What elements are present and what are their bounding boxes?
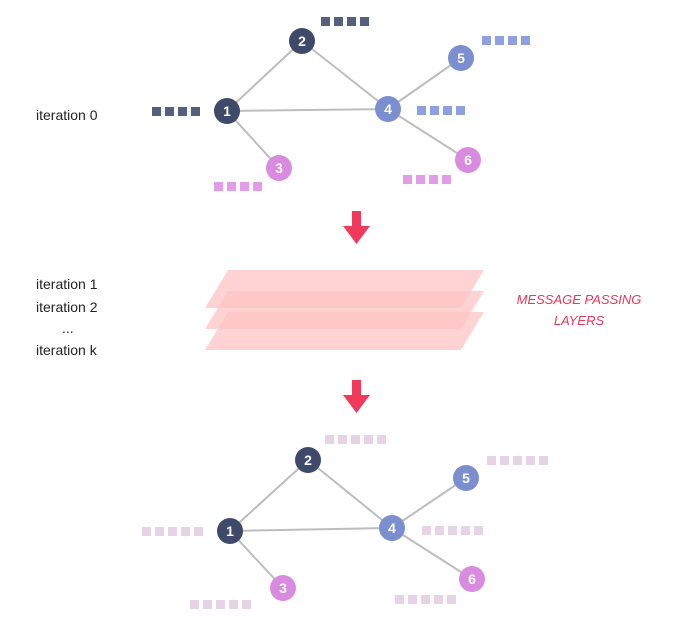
embedding-node-4: [417, 106, 465, 115]
node-6: 6: [455, 147, 481, 173]
svg-text:6: 6: [468, 571, 476, 587]
edge-1-2: [226, 40, 303, 112]
embedding-final-node-6: [395, 595, 456, 604]
node-4: 4: [375, 96, 401, 122]
edge-4-6: [387, 108, 469, 161]
svg-text:1: 1: [226, 523, 234, 539]
graph-iteration-k: 1 2 3 4 5 6: [142, 435, 548, 609]
edge-1-4: [226, 108, 389, 112]
label-iteration-0: iteration 0: [36, 107, 98, 123]
edge-2-4: [301, 40, 389, 110]
label-iteration-2: iteration 2: [36, 299, 98, 315]
node-1: 1: [214, 98, 240, 124]
svg-text:2: 2: [298, 33, 306, 49]
embedding-final-node-2: [325, 435, 386, 444]
embedding-final-node-5: [487, 456, 548, 465]
svg-text:4: 4: [388, 520, 396, 536]
node-3: 3: [270, 575, 296, 601]
edges-top: [226, 40, 469, 169]
message-passing-label-line2: LAYERS: [554, 313, 605, 328]
arrow-down-1: [343, 211, 370, 244]
edge-4-6: [391, 527, 473, 580]
label-ellipsis: ...: [62, 320, 74, 336]
node-2: 2: [295, 447, 321, 473]
svg-text:6: 6: [464, 152, 472, 168]
embedding-node-5: [482, 36, 530, 45]
node-2: 2: [289, 28, 315, 54]
svg-text:5: 5: [462, 470, 470, 486]
node-5: 5: [448, 45, 474, 71]
embedding-node-6: [403, 175, 451, 184]
embedding-node-3: [214, 182, 262, 191]
edges-bottom: [229, 459, 473, 589]
node-1: 1: [217, 518, 243, 544]
message-passing-label-line1: MESSAGE PASSING: [517, 292, 642, 307]
edge-4-5: [387, 57, 462, 110]
embedding-final-node-1: [142, 527, 203, 536]
svg-text:1: 1: [223, 103, 231, 119]
node-3: 3: [266, 155, 292, 181]
embedding-final-node-3: [190, 600, 251, 609]
node-5: 5: [453, 465, 479, 491]
svg-text:3: 3: [279, 580, 287, 596]
svg-text:4: 4: [384, 101, 392, 117]
svg-text:5: 5: [457, 50, 465, 66]
edge-4-5: [391, 477, 467, 529]
embedding-node-1: [152, 107, 200, 116]
label-iteration-1: iteration 1: [36, 276, 98, 292]
label-iteration-k: iteration k: [36, 342, 98, 358]
message-passing-layers: iteration 1 iteration 2 ... iteration k …: [36, 270, 641, 358]
node-4: 4: [379, 515, 405, 541]
edge-1-2: [229, 459, 309, 532]
svg-text:3: 3: [275, 160, 283, 176]
svg-text:2: 2: [304, 452, 312, 468]
edge-1-4: [229, 527, 393, 532]
graph-iteration-0: iteration 0 1: [36, 17, 530, 191]
layer-3: [205, 312, 484, 350]
arrow-down-2: [343, 380, 370, 413]
embedding-final-node-4: [422, 526, 483, 535]
embedding-node-2: [321, 17, 369, 26]
node-6: 6: [459, 566, 485, 592]
edge-2-4: [307, 459, 393, 529]
